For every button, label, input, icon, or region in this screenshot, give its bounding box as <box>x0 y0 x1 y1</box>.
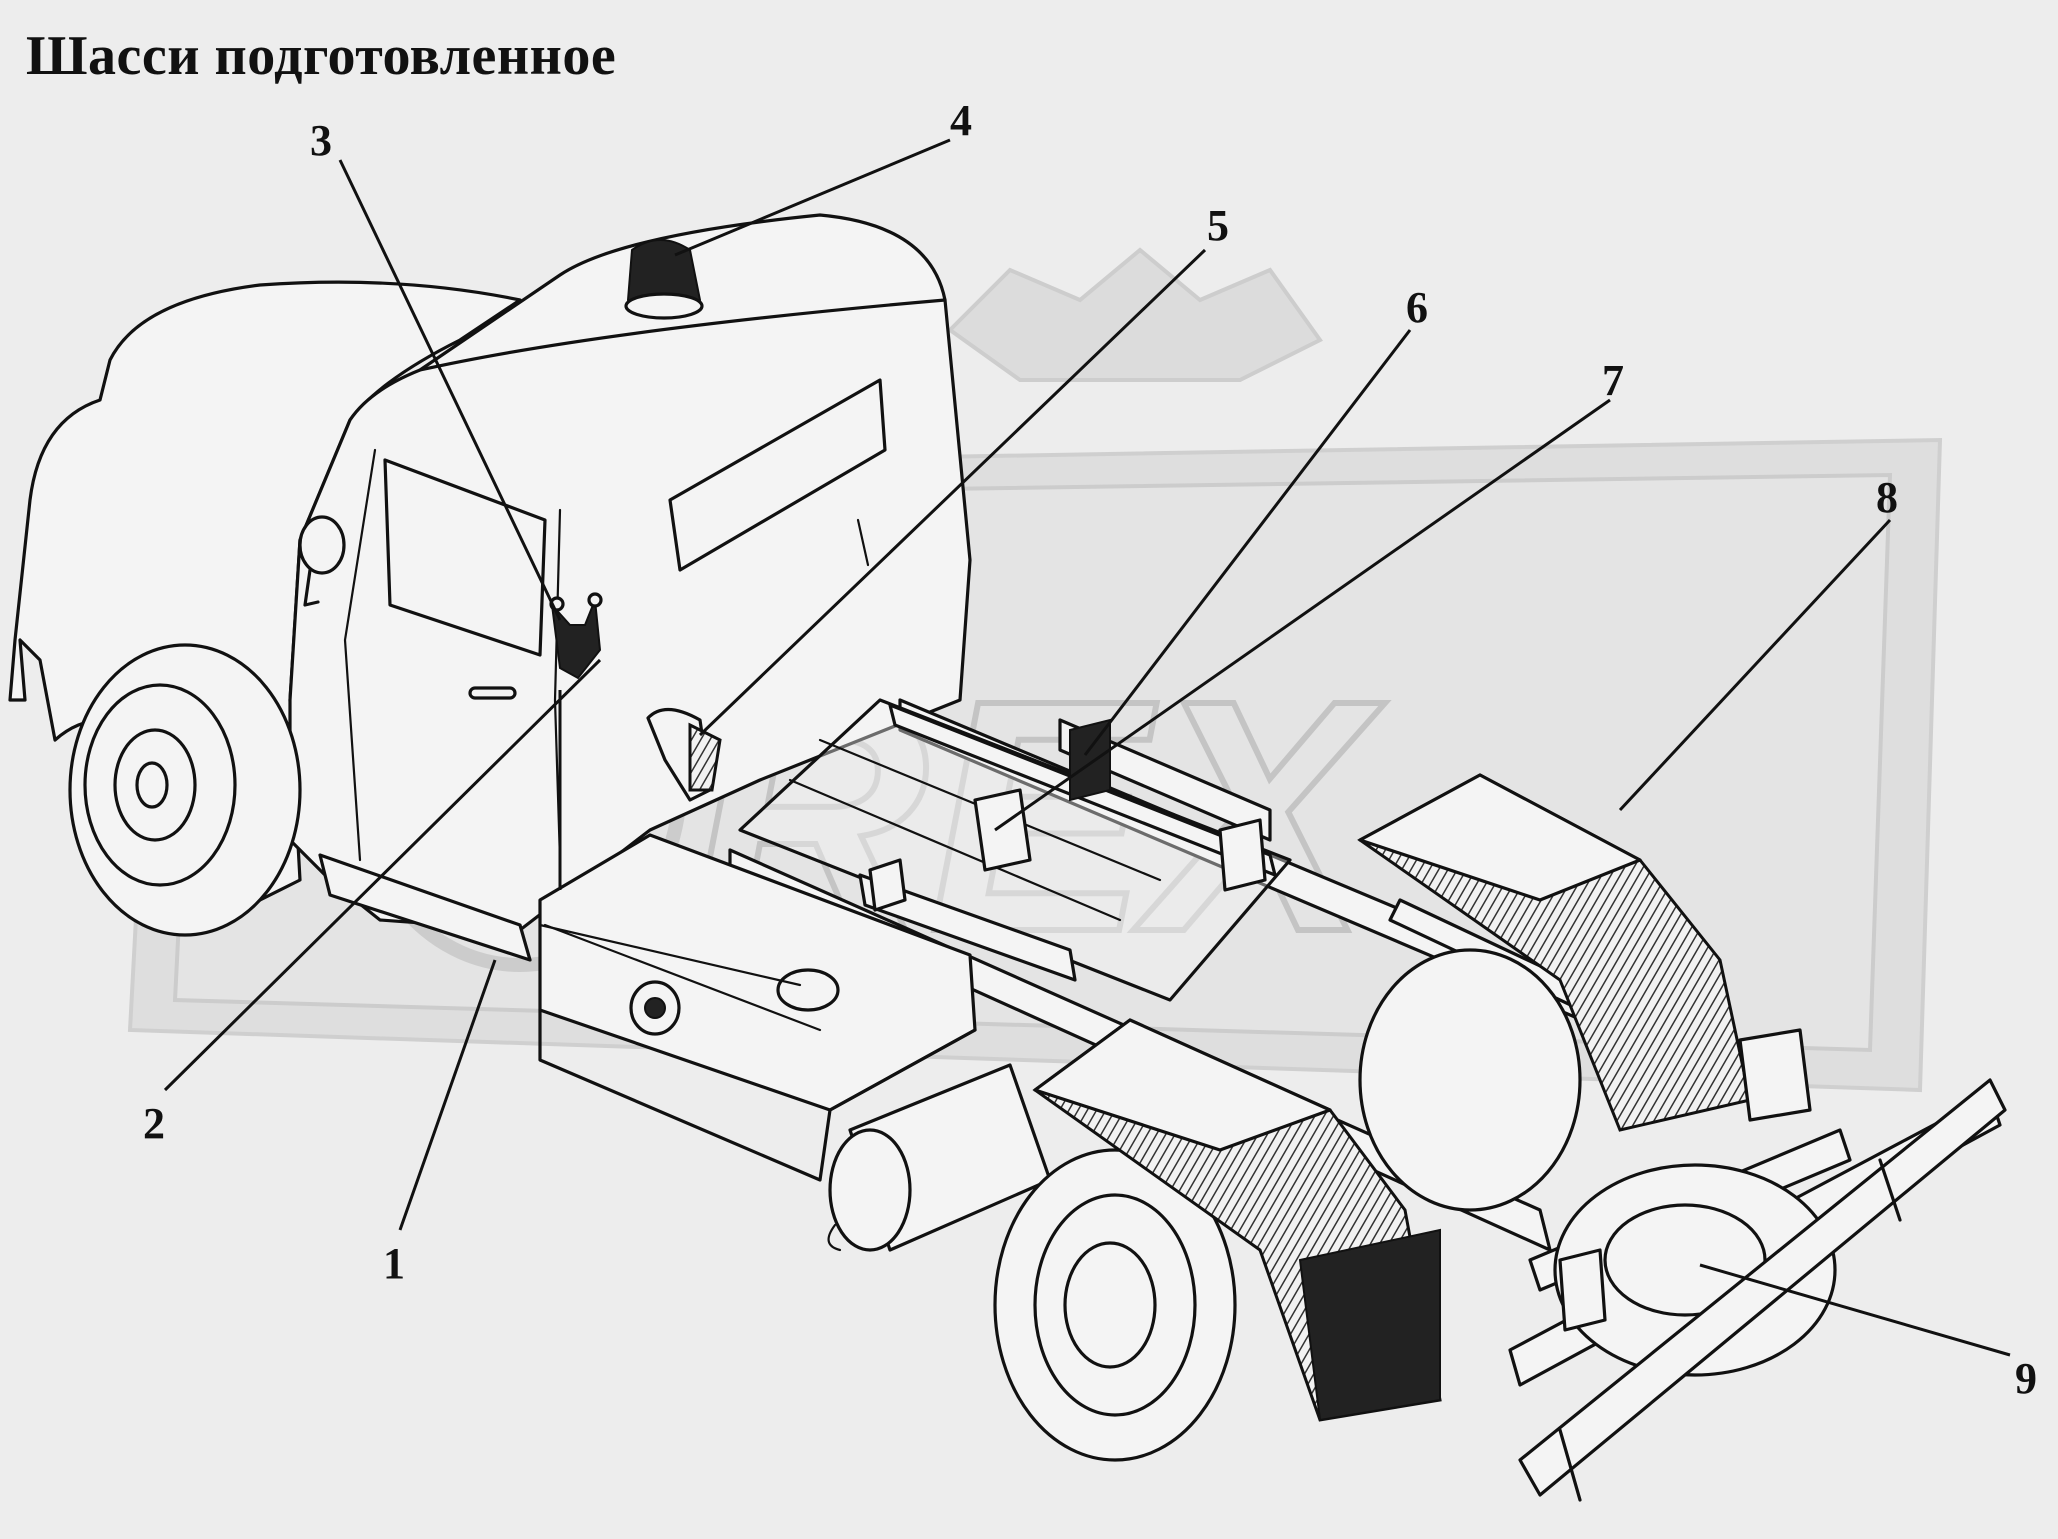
rear-wheels <box>993 948 1837 1462</box>
leader-7 <box>994 398 1611 832</box>
cab-rear-lamp <box>646 707 722 802</box>
callout-3: 3 <box>310 116 332 165</box>
callout-8: 8 <box>1876 473 1898 522</box>
platform-frame <box>738 698 1292 1002</box>
leader-lines <box>163 138 2011 1357</box>
leader-2 <box>163 658 602 1092</box>
callout-2: 2 <box>143 1099 165 1148</box>
callout-5: 5 <box>1207 201 1229 250</box>
callout-1: 1 <box>383 1239 405 1288</box>
roof-beacon <box>624 239 704 320</box>
leader-8 <box>1618 518 1892 812</box>
page-title: Шасси подготовленное <box>26 25 617 87</box>
fuel-cap <box>629 980 681 1036</box>
mudguard-right <box>1357 773 1752 1132</box>
platform-bracket-6 <box>973 718 1111 872</box>
leader-1 <box>398 959 497 1231</box>
leader-5 <box>698 248 1207 737</box>
rear-bumper <box>1518 1028 2007 1502</box>
leader-9 <box>1699 1263 2011 1357</box>
front-wheel <box>68 643 302 937</box>
leader-4 <box>674 138 951 257</box>
mirror-bracket <box>549 592 603 680</box>
leader-6 <box>1083 329 1412 756</box>
fuel-tank <box>538 833 977 1182</box>
callouts: 1 2 3 4 5 6 7 8 9 <box>143 96 2037 1403</box>
spare-wheel <box>1553 1163 1837 1377</box>
truck-cab <box>8 213 972 962</box>
mudguard-left <box>1032 1018 1442 1422</box>
platform-bracket-7 <box>868 818 1267 912</box>
callout-9: 9 <box>2015 1354 2037 1403</box>
side-lamp <box>298 515 346 607</box>
callout-4: 4 <box>950 96 972 145</box>
air-receiver <box>827 1063 1052 1252</box>
callout-7: 7 <box>1602 356 1624 405</box>
leader-3 <box>338 159 562 621</box>
callout-6: 6 <box>1406 283 1428 332</box>
